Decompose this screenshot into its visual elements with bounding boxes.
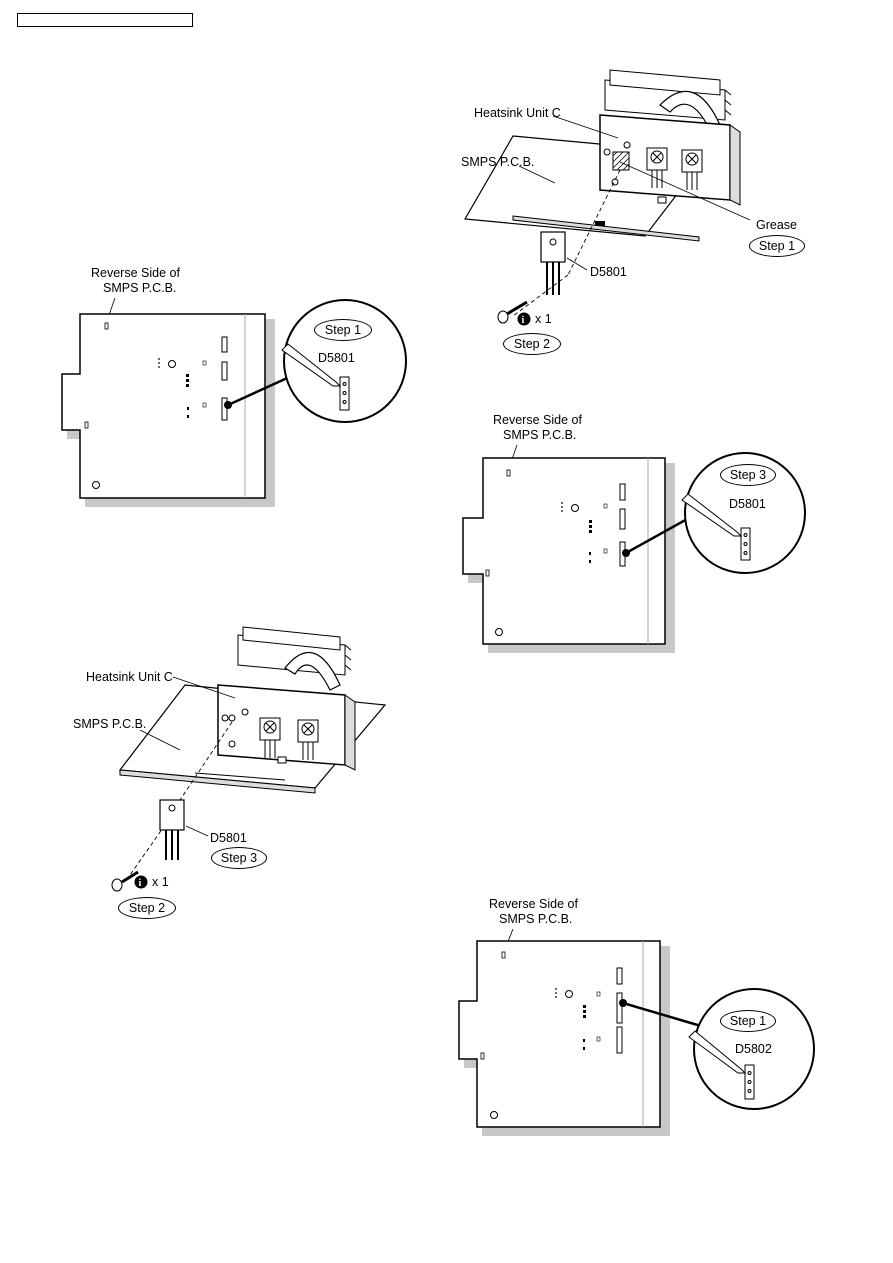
svg-text:i: i bbox=[522, 315, 525, 326]
svg-text:i: i bbox=[139, 878, 142, 889]
step-badge-grease: Step 1 bbox=[749, 235, 805, 257]
figure-title-line2: SMPS P.C.B. bbox=[499, 912, 573, 926]
part-label: D5801 bbox=[590, 265, 627, 279]
figure-pcb-reverse-step3-d5801: Reverse Side of SMPS P.C.B. Step 3 D5801 bbox=[455, 410, 815, 655]
figure-title-line2: SMPS P.C.B. bbox=[103, 281, 177, 295]
step-badge: Step 1 bbox=[720, 1010, 776, 1032]
part-label: D5801 bbox=[318, 351, 355, 365]
figure-heatsink-step3: i Heatsink Unit C SMPS P.C.B. D5801 Step… bbox=[70, 626, 400, 920]
figure-pcb-reverse-step1-d5802: Reverse Side of SMPS P.C.B. Step 1 D5802 bbox=[455, 893, 815, 1138]
figure-title-line1: Reverse Side of bbox=[493, 413, 582, 427]
pcb-reverse-drawing bbox=[462, 444, 806, 653]
heatsink-assembly-drawing: i bbox=[464, 69, 751, 326]
pcb-reverse-drawing bbox=[61, 297, 407, 507]
figure-title-line2: SMPS P.C.B. bbox=[503, 428, 577, 442]
part-label: D5802 bbox=[735, 1042, 772, 1056]
heatsink-label: Heatsink Unit C bbox=[474, 106, 561, 120]
figure-title-line1: Reverse Side of bbox=[489, 897, 578, 911]
step-badge-screw: Step 2 bbox=[503, 333, 561, 355]
figure-title-line1: Reverse Side of bbox=[91, 266, 180, 280]
part-label: D5801 bbox=[210, 831, 247, 845]
grease-label: Grease bbox=[756, 218, 797, 232]
screw-count: x 1 bbox=[152, 875, 169, 889]
step-badge-part: Step 3 bbox=[211, 847, 267, 869]
heatsink-label: Heatsink Unit C bbox=[86, 670, 173, 684]
figure-pcb-reverse-step1-d5801: Reverse Side of SMPS P.C.B. Step 1 D5801 bbox=[50, 262, 410, 512]
header-box bbox=[17, 13, 193, 27]
pcb-label: SMPS P.C.B. bbox=[461, 155, 535, 169]
step-badge: Step 1 bbox=[314, 319, 372, 341]
figure-heatsink-grease-step1: i Heatsink Unit C SMPS P.C.B. Grease Ste… bbox=[455, 69, 815, 365]
pcb-label: SMPS P.C.B. bbox=[73, 717, 147, 731]
step-badge-screw: Step 2 bbox=[118, 897, 176, 919]
screw-count: x 1 bbox=[535, 312, 552, 326]
part-label: D5801 bbox=[729, 497, 766, 511]
step-badge: Step 3 bbox=[720, 464, 776, 486]
heatsink-assembly-drawing: i bbox=[111, 626, 387, 892]
pcb-reverse-drawing bbox=[458, 928, 815, 1136]
